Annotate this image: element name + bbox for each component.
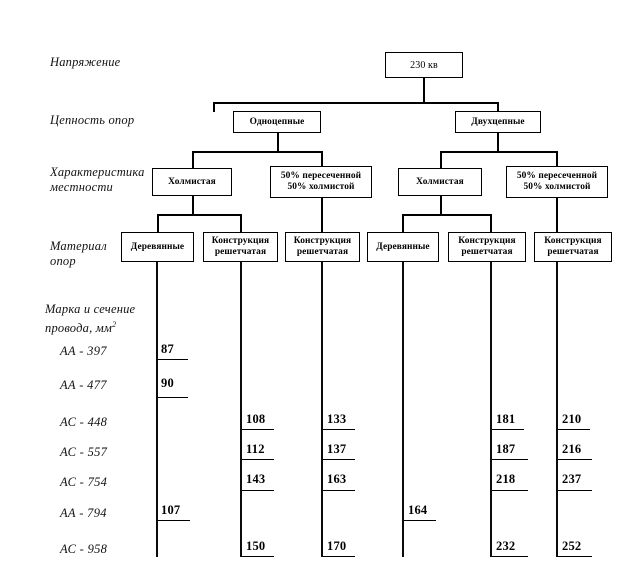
- connector-t2-to-m3: [321, 198, 323, 232]
- data-cell-r3c6: 210: [562, 412, 582, 426]
- conductor-row-label-5: АС - 754: [60, 475, 108, 489]
- data-rule-r2c1: [158, 397, 188, 399]
- connector-root-stem: [423, 78, 425, 103]
- node-terrain-3[interactable]: Холмистая: [398, 168, 482, 196]
- row-label-conductor-text: Марка и сечение провода, мм: [45, 302, 136, 336]
- connector-double-stem: [497, 133, 499, 152]
- connector-double-to-t3: [440, 151, 442, 169]
- connector-t1-bus: [157, 214, 240, 216]
- data-cell-r7c5: 232: [496, 539, 516, 553]
- conductor-row-label-3: АС - 448: [60, 415, 108, 429]
- row-label-terrain: Характеристика местности: [50, 165, 145, 194]
- data-rule-r6c1: [158, 520, 190, 522]
- data-cell-r5c2: 143: [246, 472, 266, 486]
- node-material-2[interactable]: Конструкция решетчатая: [203, 232, 278, 262]
- conductor-row-label-1: АА - 397: [60, 344, 107, 358]
- data-cell-r4c5: 187: [496, 442, 516, 456]
- connector-t3-bus: [402, 214, 491, 216]
- row-label-conductor-superscript: 2: [112, 320, 117, 329]
- data-rule-r4c2: [242, 459, 274, 461]
- connector-root-to-single: [213, 102, 215, 112]
- connector-double-to-t4: [556, 151, 558, 169]
- data-cell-r7c3: 170: [327, 539, 347, 553]
- data-column-stem-6: [556, 262, 559, 557]
- data-cell-r7c2: 150: [246, 539, 266, 553]
- data-rule-r7c2: [242, 556, 274, 558]
- data-cell-r3c5: 181: [496, 412, 516, 426]
- data-rule-r4c6: [558, 459, 592, 461]
- conductor-row-label-7: АС - 958: [60, 542, 108, 556]
- data-column-stem-4: [402, 262, 405, 557]
- node-circuit-single[interactable]: Одноцепные: [233, 111, 321, 133]
- node-material-1[interactable]: Деревянные: [121, 232, 194, 262]
- data-rule-r4c3: [323, 459, 355, 461]
- row-label-conductor: Марка и сечение провода, мм2: [45, 302, 135, 336]
- row-label-voltage: Напряжение: [50, 55, 121, 69]
- data-column-stem-2: [240, 262, 243, 557]
- data-cell-r2c1: 90: [161, 376, 174, 390]
- node-material-3[interactable]: Конструкция решетчатая: [285, 232, 360, 262]
- connector-t1-to-m1: [157, 214, 159, 232]
- connector-t3-to-m5: [490, 214, 492, 232]
- connector-single-stem: [277, 133, 279, 152]
- data-rule-r5c3: [323, 490, 355, 492]
- conductor-row-label-6: АА - 794: [60, 506, 107, 520]
- data-column-stem-5: [490, 262, 493, 557]
- node-terrain-1[interactable]: Холмистая: [152, 168, 232, 196]
- data-column-stem-3: [321, 262, 324, 557]
- data-rule-r3c2: [242, 429, 274, 431]
- data-cell-r4c6: 216: [562, 442, 582, 456]
- connector-double-bus: [440, 151, 557, 153]
- data-cell-r6c1: 107: [161, 503, 181, 517]
- data-rule-r3c5: [492, 429, 524, 431]
- data-rule-r7c6: [558, 556, 592, 558]
- data-rule-r5c5: [492, 490, 528, 492]
- data-cell-r5c3: 163: [327, 472, 347, 486]
- data-cell-r5c6: 237: [562, 472, 582, 486]
- data-cell-r4c3: 137: [327, 442, 347, 456]
- connector-single-to-t1: [192, 151, 194, 169]
- data-cell-r3c3: 133: [327, 412, 347, 426]
- node-terrain-4[interactable]: 50% пересеченной 50% холмистой: [506, 166, 608, 198]
- data-cell-r5c5: 218: [496, 472, 516, 486]
- data-rule-r7c5: [492, 556, 528, 558]
- data-cell-r1c1: 87: [161, 342, 174, 356]
- node-material-4[interactable]: Деревянные: [367, 232, 439, 262]
- row-label-circuits: Цепность опор: [50, 113, 135, 127]
- data-rule-r7c3: [323, 556, 355, 558]
- row-label-material: Материал опор: [50, 239, 107, 268]
- data-rule-r1c1: [158, 359, 188, 361]
- connector-t1-to-m2: [240, 214, 242, 232]
- data-rule-r4c5: [492, 459, 528, 461]
- connector-t1-stem: [192, 196, 194, 215]
- node-circuit-double[interactable]: Двухцепные: [455, 111, 541, 133]
- data-cell-r3c2: 108: [246, 412, 266, 426]
- node-voltage-root[interactable]: 230 кв: [385, 52, 463, 78]
- connector-root-to-double: [497, 102, 499, 112]
- node-material-5[interactable]: Конструкция решетчатая: [448, 232, 526, 262]
- conductor-row-label-4: АС - 557: [60, 445, 108, 459]
- connector-single-bus: [192, 151, 322, 153]
- data-rule-r5c6: [558, 490, 592, 492]
- data-cell-r7c6: 252: [562, 539, 582, 553]
- data-cell-r4c2: 112: [246, 442, 265, 456]
- conductor-row-label-2: АА - 477: [60, 378, 107, 392]
- data-rule-r5c2: [242, 490, 274, 492]
- node-material-6[interactable]: Конструкция решетчатая: [534, 232, 612, 262]
- data-rule-r3c3: [323, 429, 355, 431]
- connector-root-bus: [213, 102, 498, 104]
- node-terrain-2[interactable]: 50% пересеченной 50% холмистой: [270, 166, 372, 198]
- connector-t4-to-m6: [556, 198, 558, 232]
- data-rule-r6c4: [404, 520, 436, 522]
- data-column-stem-1: [156, 262, 159, 557]
- data-rule-r3c6: [558, 429, 590, 431]
- connector-single-to-t2: [321, 151, 323, 169]
- data-cell-r6c4: 164: [408, 503, 428, 517]
- connector-t3-to-m4: [402, 214, 404, 232]
- connector-t3-stem: [440, 196, 442, 215]
